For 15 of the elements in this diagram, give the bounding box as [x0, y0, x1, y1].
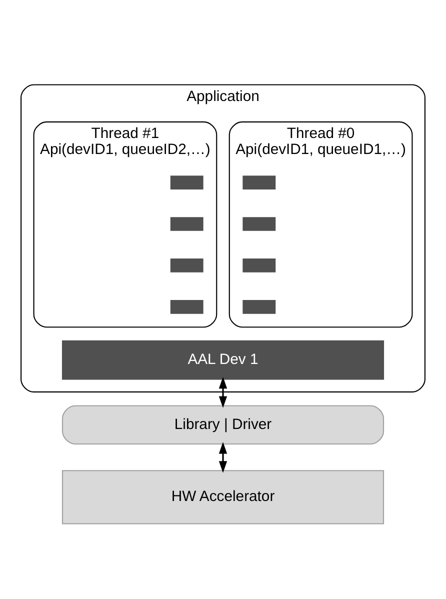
arrow: [218, 441, 228, 472]
node-box: [169, 174, 204, 190]
node-box: [242, 216, 277, 232]
node-box: Library | Driver: [62, 404, 384, 444]
arrow: [218, 376, 228, 408]
node-box: [169, 216, 204, 232]
node-box: [169, 298, 204, 314]
cluster: Thread #1 Api(devID1, queueID2,…): [33, 120, 218, 328]
node-box: [242, 256, 277, 273]
node-box: [242, 174, 277, 190]
node-box: AAL Dev 1: [62, 340, 384, 380]
node-box: HW Accelerator: [62, 470, 384, 524]
node-box: [242, 298, 277, 314]
cluster: Thread #0 Api(devID1, queueID1,…): [228, 120, 413, 328]
node-box: [169, 256, 204, 273]
